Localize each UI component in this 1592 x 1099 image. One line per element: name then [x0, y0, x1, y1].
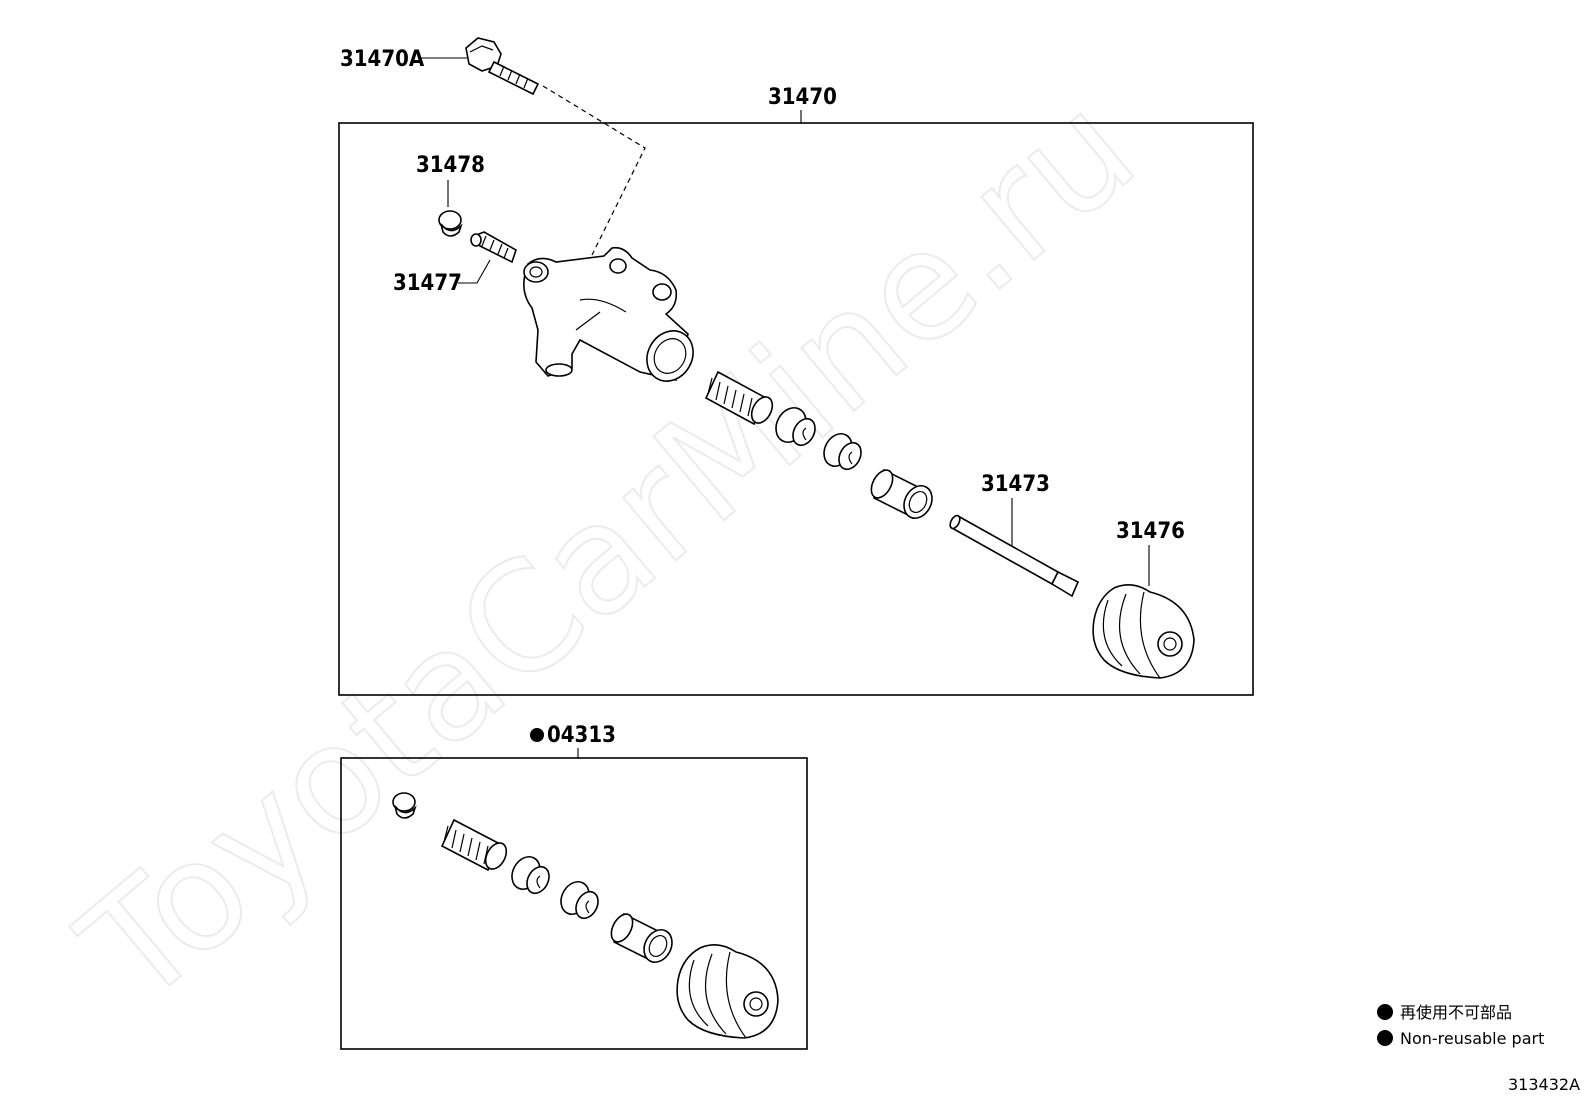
- legend: 再使用不可部品 Non-reusable part: [1377, 1003, 1544, 1048]
- legend-text-japanese: 再使用不可部品: [1400, 1003, 1512, 1022]
- label-31476[interactable]: 31476: [1116, 519, 1185, 544]
- piston-body-part[interactable]: [867, 467, 937, 524]
- non-reusable-marker: [530, 728, 544, 742]
- kit-bleeder-cap[interactable]: [392, 792, 417, 819]
- bleeder-plug-part[interactable]: [470, 231, 517, 264]
- release-cylinder-body[interactable]: [523, 246, 702, 390]
- piston-part[interactable]: [819, 429, 866, 473]
- kit-boot[interactable]: [676, 944, 779, 1039]
- kit-piston-cup[interactable]: [507, 852, 554, 897]
- push-rod-part[interactable]: [948, 514, 1080, 598]
- label-31478[interactable]: 31478: [416, 153, 485, 178]
- legend-bullet-ja: [1377, 1004, 1393, 1020]
- kit-spring[interactable]: [440, 818, 511, 873]
- diagram-id: 313432A: [1508, 1075, 1580, 1094]
- label-31473[interactable]: 31473: [981, 472, 1050, 497]
- boot-part[interactable]: [1092, 584, 1195, 679]
- leader-31477: [458, 259, 491, 284]
- label-04313[interactable]: 04313: [547, 723, 616, 748]
- bleeder-cap-part[interactable]: [438, 210, 463, 237]
- bolt-part[interactable]: [465, 37, 540, 96]
- legend-text-english: Non-reusable part: [1400, 1029, 1544, 1048]
- spring-part[interactable]: [704, 370, 777, 427]
- assembly-frame: [338, 122, 1254, 696]
- label-31470A[interactable]: 31470A: [340, 47, 425, 72]
- label-31477[interactable]: 31477: [393, 271, 462, 296]
- piston-cup-part[interactable]: [770, 403, 819, 450]
- legend-bullet-en: [1377, 1030, 1393, 1046]
- kit-piston-body[interactable]: [607, 911, 677, 968]
- kit-frame: [340, 757, 808, 1050]
- kit-piston[interactable]: [556, 877, 603, 922]
- bolt-mount-line: [542, 85, 646, 256]
- label-31470[interactable]: 31470: [768, 85, 837, 110]
